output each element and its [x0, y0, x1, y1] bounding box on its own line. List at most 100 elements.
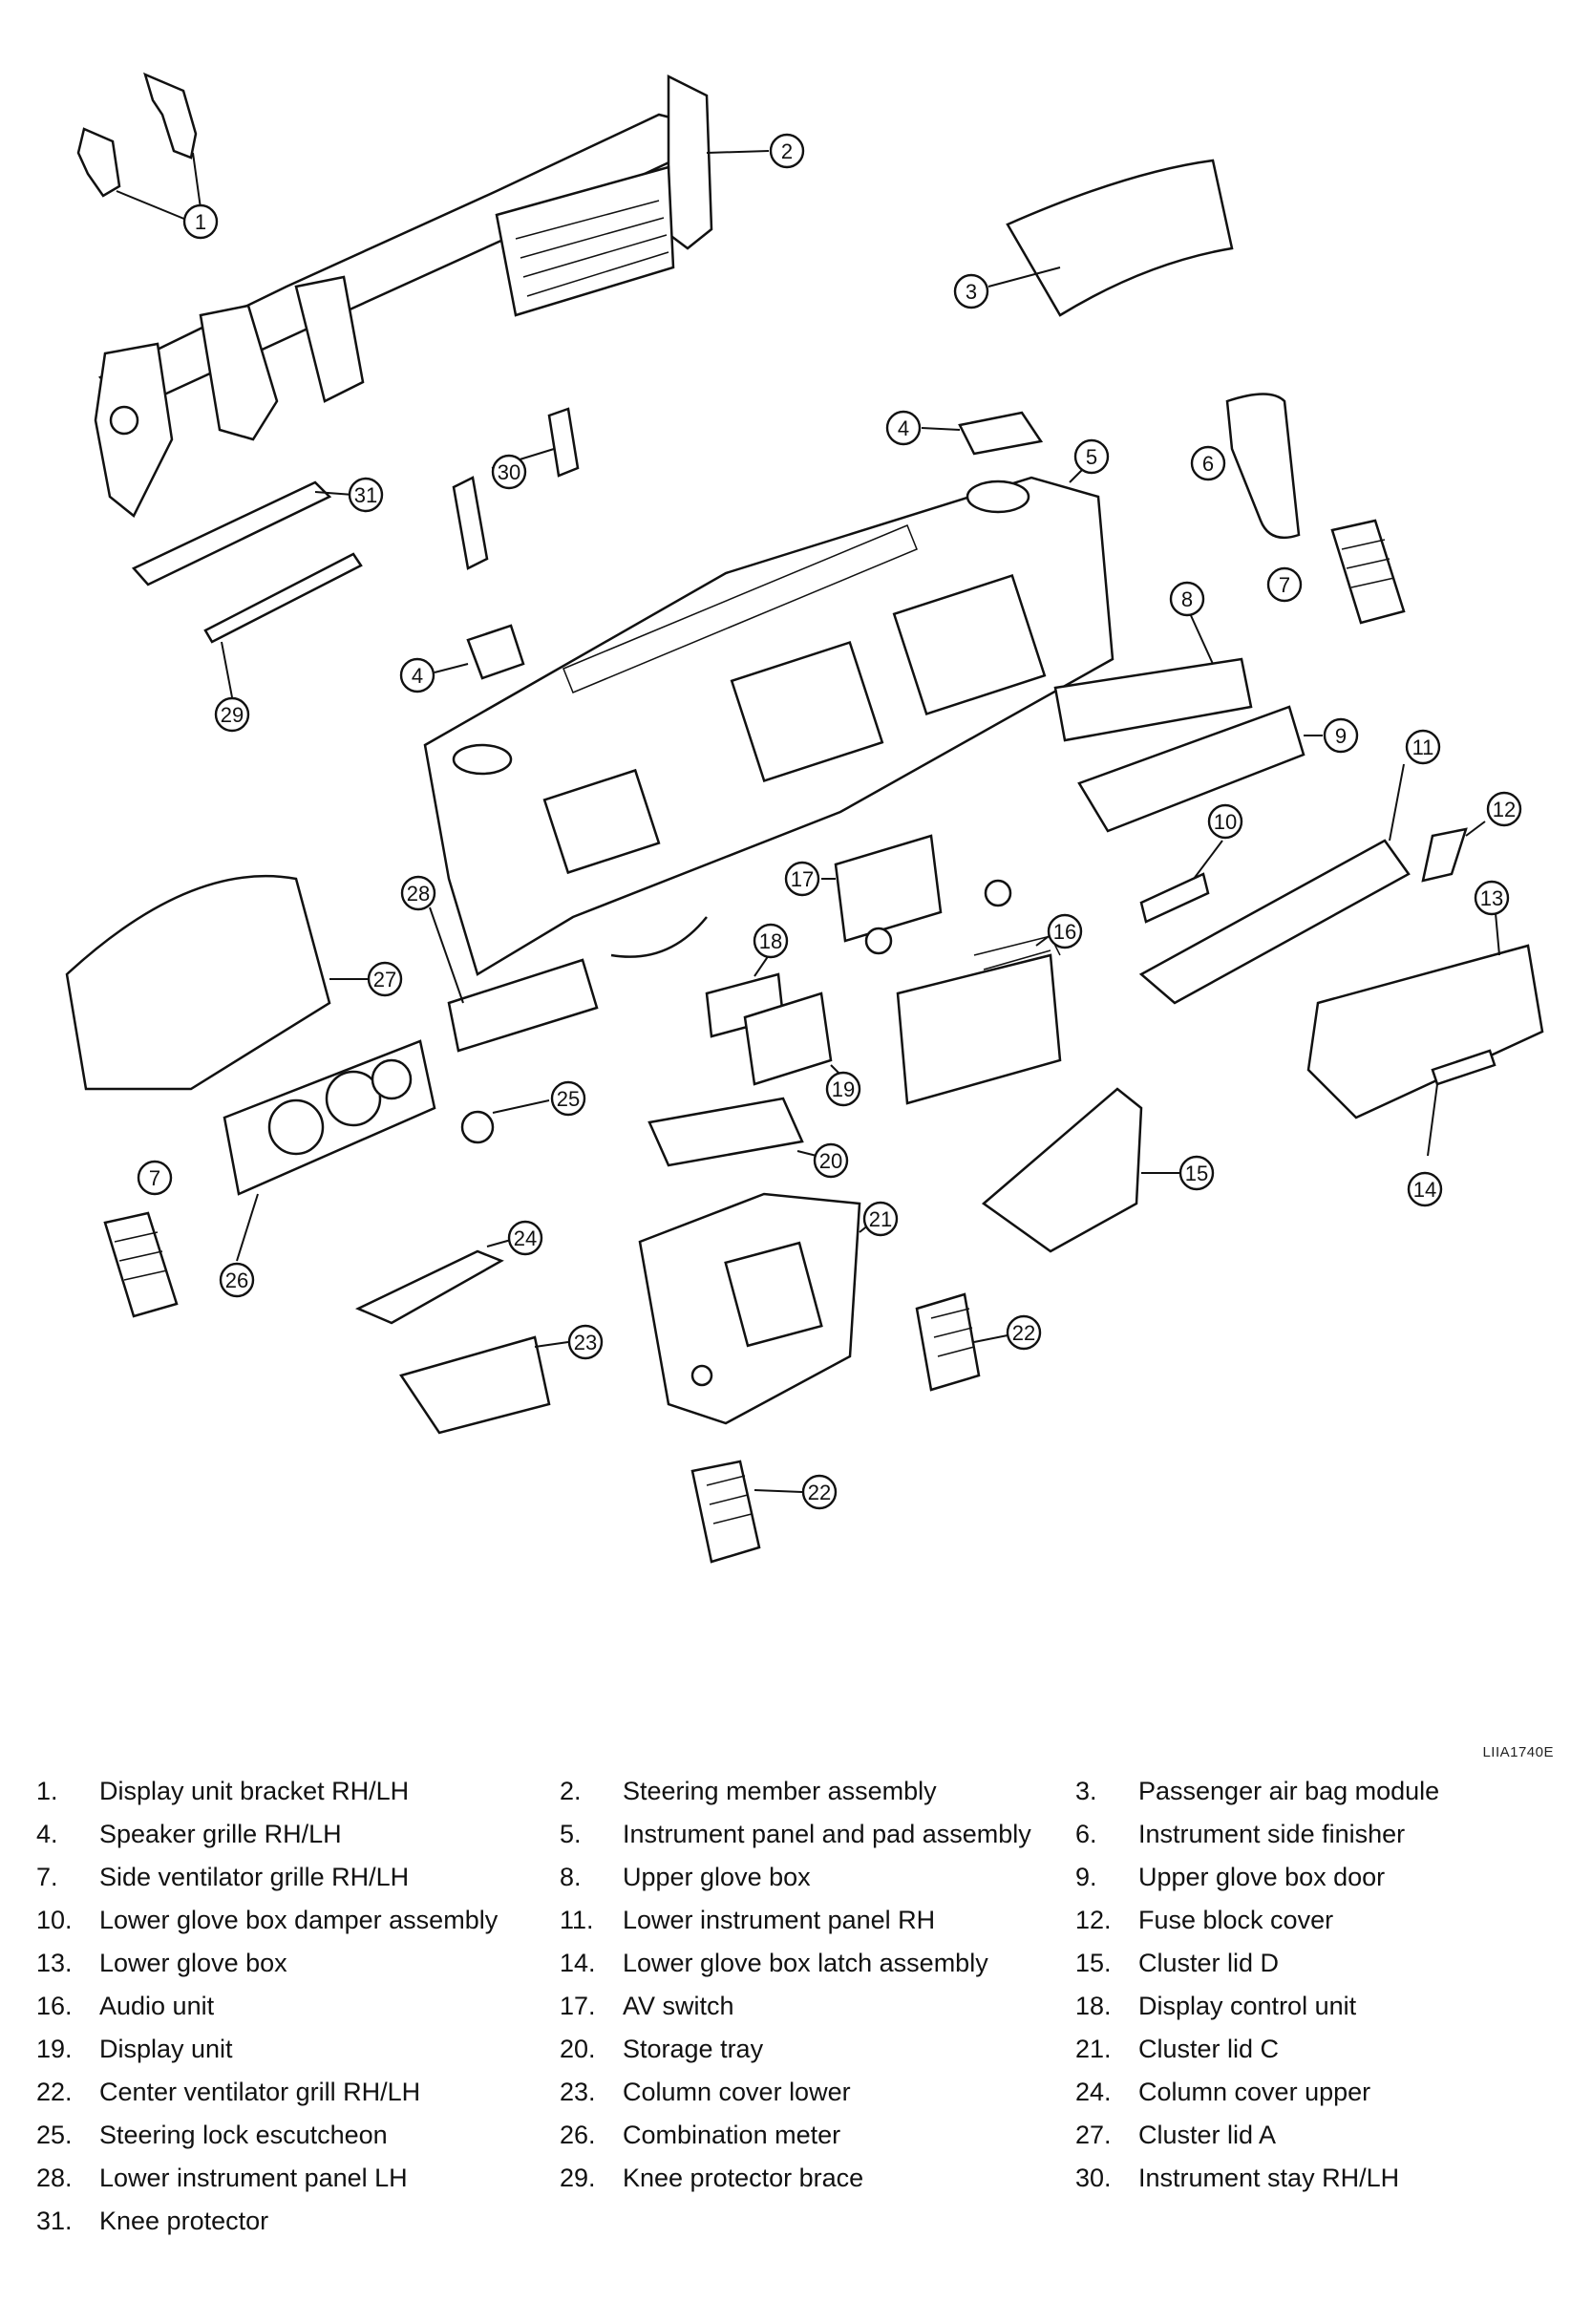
- svg-text:25: 25: [557, 1087, 580, 1111]
- part-lower-instrument-panel-lh: [447, 958, 599, 1053]
- legend-item: 31.Knee protector: [36, 2207, 269, 2235]
- part-knee-protector-brace: [203, 552, 363, 644]
- callout-16: 16: [1047, 913, 1083, 949]
- callout-27: 27: [367, 961, 403, 997]
- legend-item: 14.Lower glove box latch assembly: [560, 1949, 988, 1977]
- part-av-switch: [834, 834, 943, 943]
- callout-31: 31: [348, 477, 384, 513]
- svg-text:22: 22: [1012, 1321, 1035, 1345]
- legend-item: 15.Cluster lid D: [1075, 1949, 1280, 1977]
- legend-item: 26.Combination meter: [560, 2121, 841, 2149]
- svg-text:8: 8: [1181, 587, 1193, 611]
- legend-item: 22.Center ventilator grill RH/LH: [36, 2078, 421, 2106]
- svg-text:7: 7: [1279, 573, 1290, 597]
- legend-item: 11.Lower instrument panel RH: [560, 1906, 936, 1934]
- legend-item: 9.Upper glove box door: [1075, 1863, 1386, 1891]
- svg-text:12: 12: [1493, 798, 1516, 821]
- callout-11: 11: [1405, 729, 1441, 765]
- svg-text:6: 6: [1202, 452, 1214, 476]
- legend-item: 23.Column cover lower: [560, 2078, 851, 2106]
- callout-15: 15: [1178, 1155, 1215, 1191]
- legend-item: 13.Lower glove box: [36, 1949, 287, 1977]
- callout-1: 1: [182, 203, 219, 240]
- callout-10: 10: [1207, 803, 1243, 840]
- figure-code: LIIA1740E: [1482, 1744, 1554, 1760]
- callout-6: 6: [1190, 445, 1226, 481]
- legend-item: 10.Lower glove box damper assembly: [36, 1906, 499, 1934]
- part-instrument-stay: [452, 407, 580, 570]
- part-fuse-block-cover: [1421, 827, 1468, 883]
- legend-item: 25.Steering lock escutcheon: [36, 2121, 388, 2149]
- svg-text:23: 23: [574, 1331, 597, 1354]
- callout-22b: 22: [801, 1474, 838, 1510]
- svg-text:11: 11: [1412, 736, 1434, 759]
- svg-text:1: 1: [195, 210, 206, 234]
- part-lower-glove-box-latch: [1431, 1049, 1496, 1086]
- svg-text:14: 14: [1413, 1178, 1436, 1202]
- legend-item: 18.Display control unit: [1075, 1992, 1357, 2020]
- svg-text:19: 19: [832, 1077, 855, 1101]
- svg-text:18: 18: [759, 929, 782, 953]
- legend-item: 5.Instrument panel and pad assembly: [560, 1820, 1031, 1848]
- callout-29: 29: [214, 696, 250, 733]
- part-passenger-air-bag: [1006, 159, 1234, 317]
- svg-text:31: 31: [354, 483, 377, 507]
- callout-30: 30: [491, 454, 527, 490]
- callout-24: 24: [507, 1220, 543, 1256]
- svg-text:21: 21: [869, 1207, 892, 1231]
- callout-25: 25: [550, 1080, 586, 1117]
- part-combination-meter: [223, 1039, 436, 1196]
- part-steering-member: [94, 74, 770, 518]
- svg-text:4: 4: [898, 416, 909, 440]
- part-cluster-lid-c: [638, 1192, 861, 1425]
- legend-item: 1.Display unit bracket RH/LH: [36, 1777, 410, 1805]
- part-column-cover-upper: [354, 1249, 504, 1325]
- svg-text:3: 3: [966, 280, 977, 304]
- legend-item: 2.Steering member assembly: [560, 1777, 937, 1805]
- part-storage-tray: [647, 1097, 804, 1167]
- exploded-parts-diagram: 1 2 3 4 4 5 6 7 7 8 9 10 11 12 13 14 15 …: [65, 72, 1544, 1564]
- legend-item: 21.Cluster lid C: [1075, 2035, 1280, 2063]
- svg-text:24: 24: [514, 1226, 537, 1250]
- callout-5: 5: [1073, 438, 1110, 475]
- callout-19: 19: [825, 1071, 861, 1107]
- legend-item: 19.Display unit: [36, 2035, 233, 2063]
- svg-text:9: 9: [1335, 724, 1347, 748]
- legend-item: 7.Side ventilator grille RH/LH: [36, 1863, 410, 1891]
- part-instrument-panel: [423, 462, 1114, 976]
- part-cluster-lid-d: [981, 1087, 1143, 1253]
- part-upper-glove-box-door: [1077, 705, 1305, 833]
- callout-23: 23: [567, 1324, 604, 1360]
- callout-26: 26: [219, 1262, 255, 1298]
- legend-item: 29.Knee protector brace: [560, 2164, 864, 2192]
- callout-22a: 22: [1006, 1314, 1042, 1351]
- callout-12: 12: [1486, 791, 1522, 827]
- svg-text:15: 15: [1185, 1162, 1208, 1185]
- part-knee-protector: [131, 480, 332, 586]
- legend-item: 12.Fuse block cover: [1075, 1906, 1334, 1934]
- callout-13: 13: [1474, 880, 1510, 916]
- svg-text:2: 2: [781, 139, 793, 163]
- part-center-ventilator-grill: [690, 1292, 981, 1564]
- svg-text:29: 29: [221, 703, 244, 727]
- part-speaker-grille-lh: [466, 624, 525, 680]
- legend-item: 20.Storage tray: [560, 2035, 764, 2063]
- part-speaker-grille-rh: [958, 411, 1044, 456]
- part-instrument-side-finisher: [1225, 393, 1301, 540]
- svg-text:10: 10: [1214, 810, 1237, 834]
- legend-item: 27.Cluster lid A: [1075, 2121, 1277, 2149]
- part-lower-instrument-panel-rh: [1138, 839, 1411, 1005]
- svg-text:4: 4: [412, 664, 423, 688]
- part-display-unit: [743, 991, 833, 1086]
- legend-item: 30.Instrument stay RH/LH: [1075, 2164, 1400, 2192]
- callout-14: 14: [1407, 1171, 1443, 1207]
- legend-item: 16.Audio unit: [36, 1992, 215, 2020]
- part-lower-glove-box: [1306, 944, 1544, 1119]
- callout-8: 8: [1169, 581, 1205, 617]
- callout-28: 28: [400, 875, 436, 911]
- callout-4a: 4: [885, 410, 922, 446]
- part-audio-unit: [896, 953, 1062, 1105]
- svg-text:28: 28: [407, 882, 430, 906]
- svg-text:30: 30: [498, 460, 520, 484]
- svg-text:5: 5: [1086, 445, 1097, 469]
